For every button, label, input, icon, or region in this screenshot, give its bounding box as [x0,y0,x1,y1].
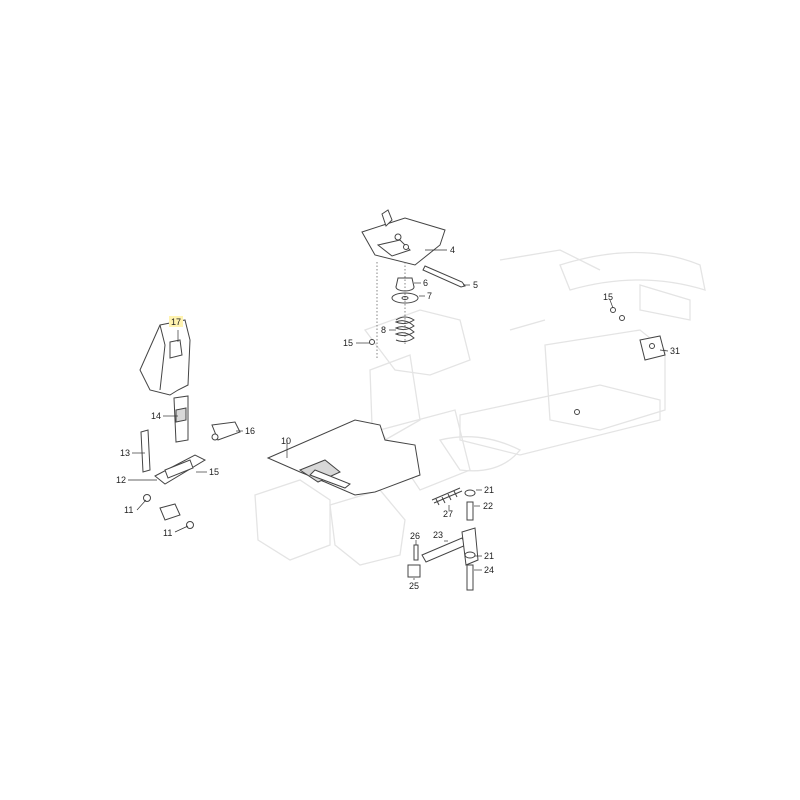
part-21-24-pin [464,551,476,591]
callout-16: 16 [245,426,255,436]
callout-15b: 15 [343,338,353,348]
callout-11b: 11 [163,528,172,538]
part-23-shaft [421,527,479,566]
callout-24: 24 [484,565,494,575]
callout-21a: 21 [484,485,494,495]
callout-17: 17 [171,317,181,327]
part-12-pedal-arm [154,454,207,485]
ghost-chassis [254,249,706,566]
callout-5: 5 [473,280,478,290]
callout-10: 10 [281,436,291,446]
callout-21b: 21 [484,551,494,561]
fasteners [143,307,625,529]
part-5-rod [422,265,466,288]
highlight-17 [169,316,183,327]
callout-8: 8 [381,325,386,335]
part-13-strap [140,429,151,473]
part-17-side-panel [139,319,191,396]
callout-4: 4 [450,245,455,255]
callout-13: 13 [120,448,130,458]
part-27-spring [431,487,463,506]
part-31-bracket [639,335,666,361]
callout-25: 25 [409,581,419,591]
part-6-cap [395,277,415,292]
part-10-floor-plate [266,419,421,496]
part-14-bracket [173,395,189,443]
callout-31: 31 [670,346,680,356]
callout-26: 26 [410,531,420,541]
part-21-22-bushing [464,489,476,521]
callout-11a: 11 [124,505,133,515]
part-4-seat-plate [361,209,446,266]
leader-lines [128,249,669,580]
callout-14: 14 [151,411,161,421]
callout-23: 23 [433,530,443,540]
callout-12: 12 [116,475,126,485]
part-25-26-roller [407,544,421,578]
callout-7: 7 [427,291,432,301]
callout-labels: 17 14 16 13 15 12 11 11 4 5 6 7 8 15 10 … [116,245,680,591]
callout-27: 27 [443,509,453,519]
callout-15c: 15 [603,292,613,302]
callout-6: 6 [423,278,428,288]
part-16-clip [211,421,241,441]
callout-22: 22 [483,501,493,511]
callout-15a: 15 [209,467,219,477]
